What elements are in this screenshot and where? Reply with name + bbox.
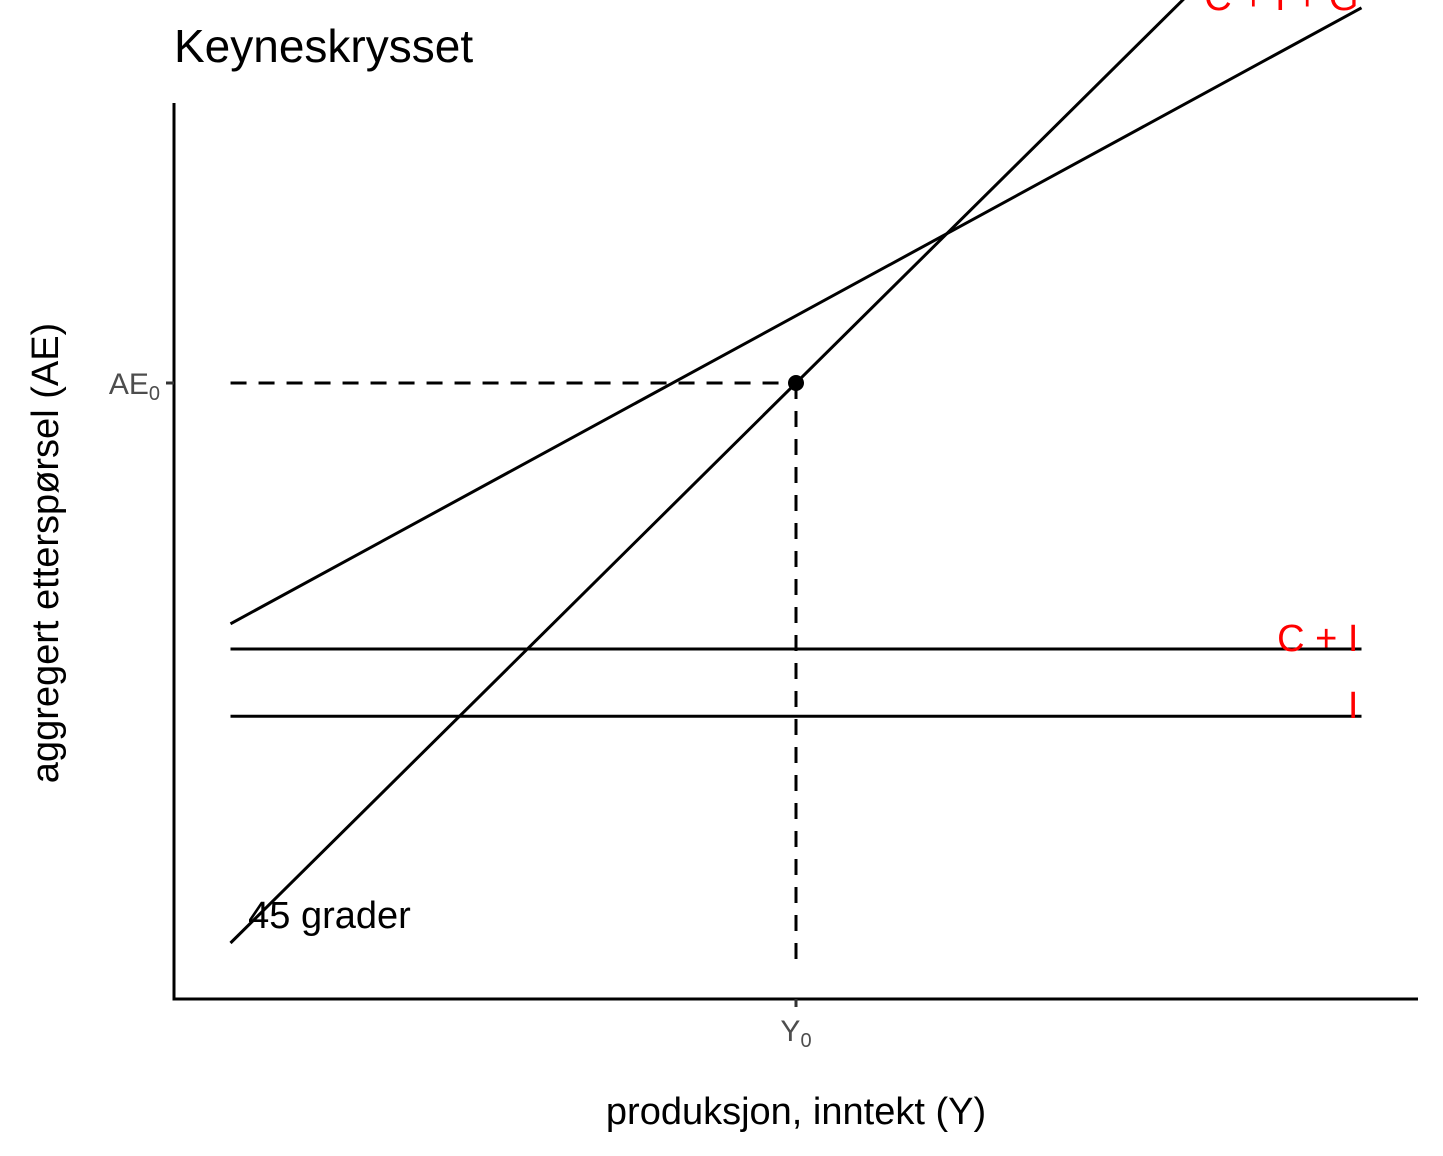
y-axis-title: aggregert etterspørsel (AE) [25,323,67,783]
x-tick-label: Y0 [780,1015,811,1052]
series-line-c-i-g [229,6,1363,626]
x-axis-title: produksjon, inntekt (Y) [606,1091,986,1133]
series-label-i: I [1348,685,1359,727]
equilibrium-point [788,375,804,391]
chart-title: Keyneskrysset [174,20,473,72]
y-tick-label: AE0 [109,368,160,405]
guides-layer [230,375,804,966]
series-label-c-i-g: C + I + G [1204,0,1358,19]
annotation-45-grader: 45 grader [248,895,411,937]
series-label-c-i: C + I [1277,618,1358,660]
